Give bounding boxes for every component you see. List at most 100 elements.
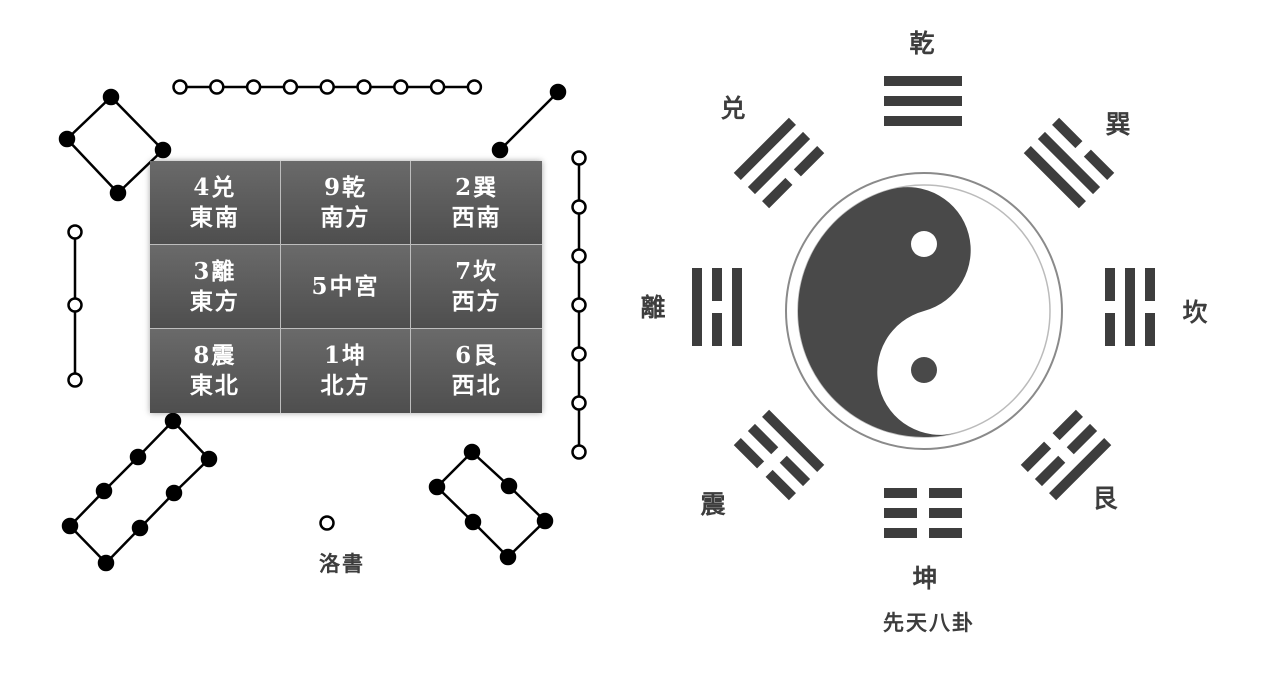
yin-line	[884, 528, 917, 538]
yin-dot	[131, 519, 149, 537]
cell-top: 6艮	[455, 342, 499, 370]
yin-dot	[95, 482, 113, 500]
yin-line	[1066, 423, 1098, 455]
cell-bottom: 東方	[189, 287, 240, 315]
yin-line	[929, 528, 962, 538]
trigram-label-qian: 乾	[909, 29, 935, 58]
yin-line	[884, 488, 917, 498]
yin-dot	[463, 443, 481, 461]
dots-six	[428, 443, 554, 566]
yin-dot	[549, 83, 567, 101]
yin-line	[762, 177, 793, 209]
yang-line	[1037, 131, 1101, 195]
yang-dot	[209, 79, 225, 95]
grid-cell-7: 7坎西方	[411, 245, 542, 329]
yin-dot	[536, 512, 554, 530]
yang-dot	[571, 297, 587, 313]
trigram-label-zhen: 震	[700, 490, 726, 519]
dots-two	[491, 83, 567, 159]
yin-line	[929, 488, 962, 498]
yin-dot	[61, 517, 79, 535]
yin-dot	[109, 184, 127, 202]
dots-three	[67, 224, 83, 388]
dots-four	[58, 88, 172, 202]
yang-dot	[319, 79, 335, 95]
yang-dot	[393, 79, 409, 95]
cell-top: 1坤	[323, 342, 367, 370]
cell-top: 5中宮	[311, 272, 380, 300]
cell-top: 9乾	[323, 173, 367, 201]
dots-four-line	[65, 96, 165, 195]
yin-line	[1020, 441, 1052, 472]
yin-line	[733, 438, 765, 469]
dots-seven	[571, 150, 587, 460]
yang-line	[692, 268, 702, 346]
trigram-label-xun: 巽	[1105, 110, 1131, 139]
yin-dot	[97, 554, 115, 572]
grid-cell-3: 3離東方	[150, 245, 281, 329]
trigram-kan	[1105, 268, 1155, 346]
dots-eight-line	[68, 420, 211, 565]
yin-line	[712, 313, 722, 346]
trigram-xun	[1023, 117, 1115, 209]
yang-line	[1049, 438, 1112, 501]
yin-line	[884, 508, 917, 518]
yin-dot	[102, 88, 120, 106]
cell-bottom: 東北	[189, 372, 240, 399]
yin-line	[1145, 313, 1155, 346]
yin-dot	[491, 141, 509, 159]
dots-six-line	[435, 451, 547, 559]
yang-line	[747, 131, 811, 195]
yang-dot	[245, 79, 262, 95]
yin-line	[1145, 268, 1155, 301]
yang-dot	[571, 444, 587, 460]
yang-dot	[429, 79, 446, 95]
yin-dot	[500, 477, 518, 495]
yin-dot	[129, 448, 147, 466]
yin-dot	[165, 484, 183, 502]
yin-yang-symbol	[797, 184, 1051, 438]
trigram-kun	[884, 488, 962, 538]
yin-line	[1052, 409, 1083, 441]
yang-dot	[67, 372, 83, 388]
cell-bottom: 東南	[189, 203, 240, 231]
cell-bottom: 西南	[451, 203, 502, 231]
yin-line	[929, 508, 962, 518]
yin-dot	[164, 412, 182, 430]
luoshu-dot-patterns	[58, 79, 587, 572]
yang-dot	[571, 248, 587, 264]
yin-line	[1105, 313, 1115, 346]
yang-line	[884, 116, 962, 126]
dots-nine	[172, 79, 483, 95]
yang-line	[762, 409, 825, 472]
yin-line	[793, 146, 825, 177]
bagua-diagram	[692, 76, 1155, 538]
cell-bottom: 西北	[451, 372, 502, 399]
cell-top: 8震	[193, 342, 237, 370]
yang-dot	[172, 79, 188, 95]
yang-dot	[282, 79, 299, 95]
yang-dot	[466, 79, 483, 95]
trigram-qian	[884, 76, 962, 126]
yang-line	[1023, 146, 1086, 209]
grid-cell-1: 1坤北方	[280, 329, 412, 413]
cell-top: 2巽	[455, 173, 499, 201]
trigram-li	[692, 268, 742, 346]
cell-bottom: 南方	[320, 203, 371, 231]
grid-cell-4: 4兑東南	[150, 161, 281, 245]
luoshu-grid: 4兑東南 9乾南方 2巽西南 3離東方 5中宮 7坎西方 8震東北 1坤北方 6…	[150, 161, 542, 413]
bagua-caption: 先天八卦	[883, 610, 975, 635]
grid-cell-9: 9乾南方	[280, 161, 412, 245]
yang-dot	[67, 224, 83, 240]
yang-line	[732, 268, 742, 346]
yin-eye	[911, 231, 937, 257]
cell-top: 4兑	[193, 173, 237, 201]
outer-ring	[785, 172, 1063, 450]
yin-line	[1083, 149, 1115, 180]
trigram-gen	[1020, 409, 1112, 501]
luoshu-caption: 洛書	[319, 551, 365, 576]
dot-one	[319, 515, 335, 531]
cell-top: 7坎	[455, 257, 499, 285]
trigram-label-li: 離	[640, 293, 666, 322]
